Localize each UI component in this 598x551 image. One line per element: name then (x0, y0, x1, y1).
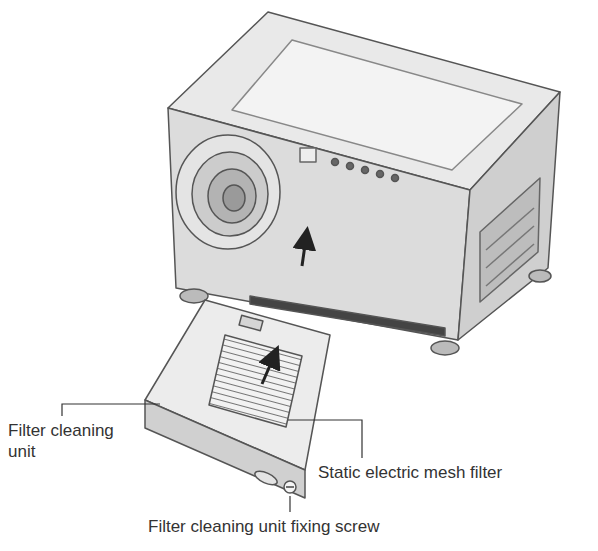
part-label: Filter cleaning unit fixing screw (148, 516, 379, 537)
projector-body (168, 12, 560, 355)
filter-tray (145, 300, 330, 498)
insert-arrow (262, 238, 306, 384)
leader-line (62, 404, 362, 512)
part-label: Filter cleaning unit (8, 420, 136, 463)
part-label: Static electric mesh filter (318, 462, 502, 483)
